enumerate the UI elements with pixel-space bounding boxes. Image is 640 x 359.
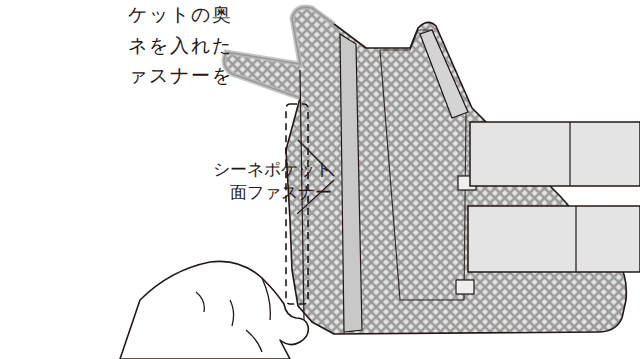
binding-edge — [224, 7, 334, 98]
palm-pad — [380, 30, 466, 300]
strap — [470, 122, 640, 186]
splint-strip — [340, 34, 362, 332]
splint-pocket — [286, 104, 308, 304]
hand-detail — [196, 278, 270, 352]
instruction-text: ネを入れた — [128, 33, 233, 58]
strap-seam — [575, 206, 576, 272]
buckle — [456, 280, 474, 294]
instruction-text: ァスナーを — [128, 63, 233, 88]
part-label: シーネポケット 面ファスナー — [193, 158, 332, 204]
strap-seam — [569, 122, 570, 186]
thumb-pad — [420, 30, 468, 118]
strap — [468, 206, 640, 272]
instruction-text: ケットの奥 — [128, 2, 233, 27]
hand — [120, 261, 308, 359]
